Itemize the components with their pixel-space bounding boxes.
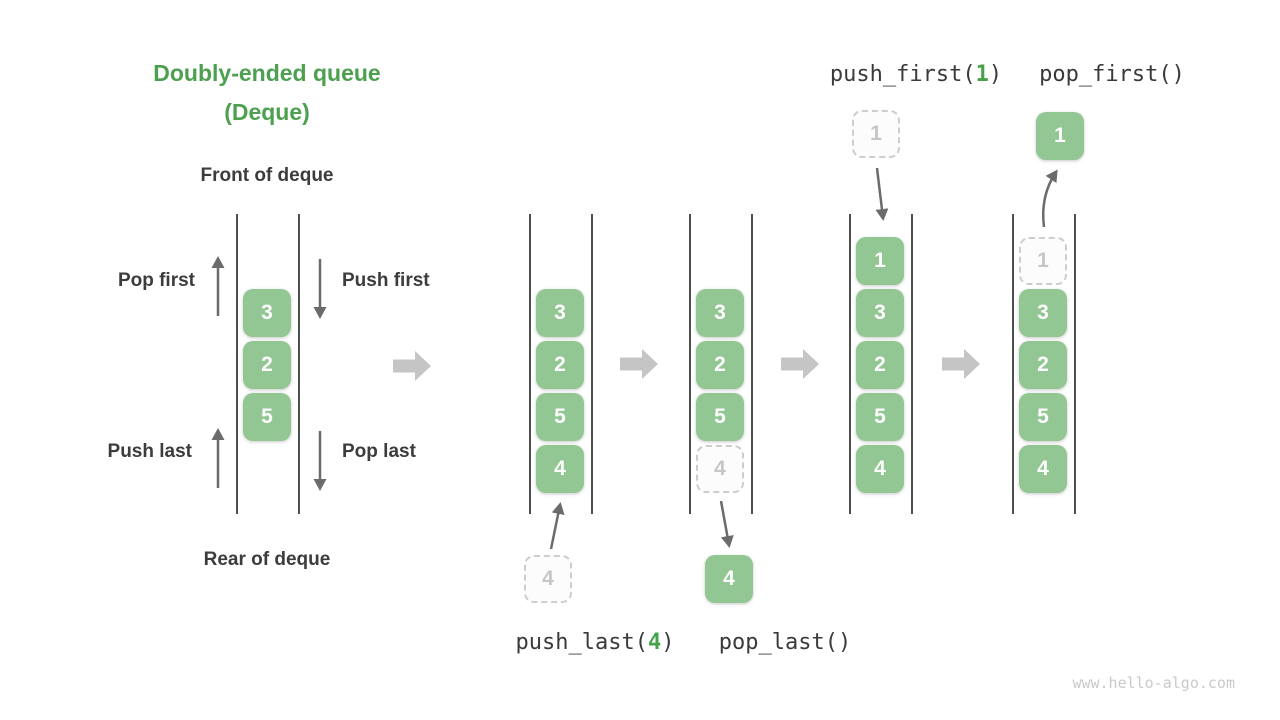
pop-last-label: Pop last (342, 441, 416, 462)
watermark: www.hello-algo.com (1072, 674, 1235, 692)
op-arg: 1 (975, 62, 989, 87)
deque-cell: 3 (536, 289, 584, 337)
op-text: push_first( (829, 62, 976, 87)
deque-cell: 2 (856, 341, 904, 389)
incoming-cell: 4 (524, 555, 572, 603)
push-last-op-arrow-icon (549, 502, 565, 550)
pop-first-op-label: pop_first() (1039, 62, 1185, 87)
transition-arrow-icon (393, 351, 431, 381)
popped-cell: 4 (705, 555, 753, 603)
push-first-op-arrow-icon (875, 167, 889, 221)
deque-cell: 2 (243, 341, 291, 389)
op-text: ) (661, 630, 675, 655)
queue-wall (1012, 214, 1014, 514)
deque-cell: 4 (1019, 445, 1067, 493)
queue-wall (751, 214, 753, 514)
deque-cell: 4 (536, 445, 584, 493)
front-of-deque-label: Front of deque (200, 165, 334, 186)
deque-cell: 3 (1019, 289, 1067, 337)
queue-wall (236, 214, 238, 514)
op-text: ) (988, 62, 1003, 87)
queue-wall (849, 214, 851, 514)
queue-wall (298, 214, 300, 514)
op-text: push_last( (515, 630, 648, 655)
pop-last-op-label: pop_last() (719, 630, 851, 655)
rear-of-deque-label: Rear of deque (203, 549, 331, 570)
deque-cell: 5 (1019, 393, 1067, 441)
deque-cell: 2 (1019, 341, 1067, 389)
deque-cell: 2 (536, 341, 584, 389)
queue-wall (689, 214, 691, 514)
push-first-label: Push first (342, 270, 430, 291)
pop-first-op-arrow-icon (1042, 169, 1058, 228)
removed-cell-slot: 4 (696, 445, 744, 493)
figure-title-line1: Doubly-ended queue (153, 60, 381, 86)
figure-title-line2: (Deque) (224, 99, 310, 125)
op-arg: 4 (647, 630, 662, 655)
push-last-op-label: push_last(4) (516, 630, 675, 655)
transition-arrow-icon (781, 349, 819, 379)
deque-cell: 5 (696, 393, 744, 441)
queue-wall (1074, 214, 1076, 514)
op-text: pop_last() (718, 630, 852, 655)
push-last-label: Push last (107, 441, 192, 462)
push-first-op-label: push_first(1) (830, 62, 1002, 87)
transition-arrow-icon (942, 349, 980, 379)
removed-cell-slot: 1 (1019, 237, 1067, 285)
popped-cell: 1 (1036, 112, 1084, 160)
pop-first-label: Pop first (117, 270, 195, 291)
pop-last-op-arrow-icon (719, 500, 734, 548)
deque-cell: 3 (856, 289, 904, 337)
deque-cell: 5 (536, 393, 584, 441)
incoming-cell: 1 (852, 110, 900, 158)
queue-wall (911, 214, 913, 514)
deque-cell: 1 (856, 237, 904, 285)
deque-cell: 3 (243, 289, 291, 337)
transition-arrow-icon (620, 349, 658, 379)
deque-cell: 4 (856, 445, 904, 493)
queue-wall (529, 214, 531, 514)
queue-wall (591, 214, 593, 514)
deque-cell: 5 (243, 393, 291, 441)
deque-cell: 5 (856, 393, 904, 441)
deque-cell: 3 (696, 289, 744, 337)
op-text: pop_first() (1039, 62, 1185, 87)
deque-cell: 2 (696, 341, 744, 389)
